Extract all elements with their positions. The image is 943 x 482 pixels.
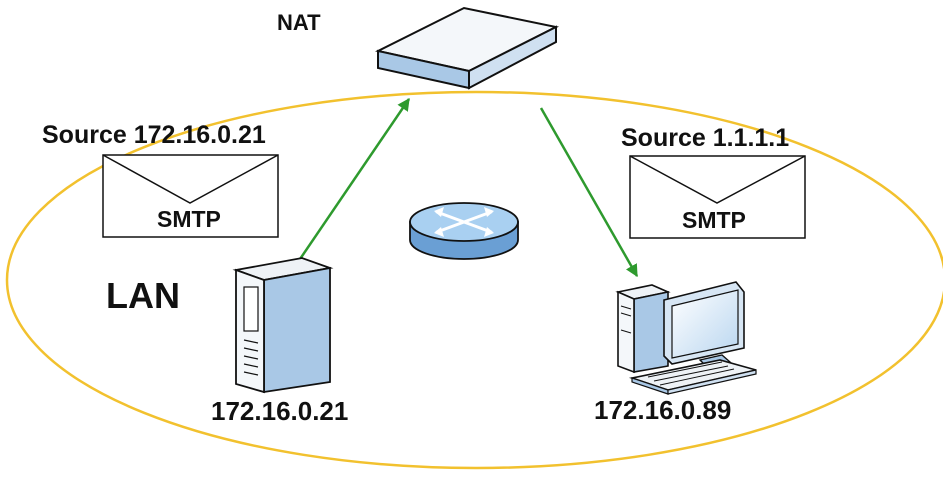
left-protocol-label: SMTP <box>157 206 221 232</box>
lan-label: LAN <box>106 275 180 316</box>
translated-arrow <box>539 107 639 278</box>
server-icon <box>232 257 334 394</box>
workstation-icon <box>615 281 757 395</box>
nat-device-icon <box>375 6 560 90</box>
left-envelope-icon <box>102 154 279 238</box>
left-source-label: Source 172.16.0.21 <box>42 121 266 149</box>
workstation-ip-label: 172.16.0.89 <box>594 395 732 425</box>
router-icon <box>409 202 519 260</box>
right-source-label: Source 1.1.1.1 <box>621 124 790 152</box>
right-protocol-label: SMTP <box>682 207 746 233</box>
server-ip-label: 172.16.0.21 <box>211 396 349 426</box>
outbound-arrow <box>296 97 411 263</box>
nat-label: NAT <box>277 10 321 35</box>
lan-ellipse <box>5 90 943 470</box>
right-envelope-icon <box>629 155 806 239</box>
